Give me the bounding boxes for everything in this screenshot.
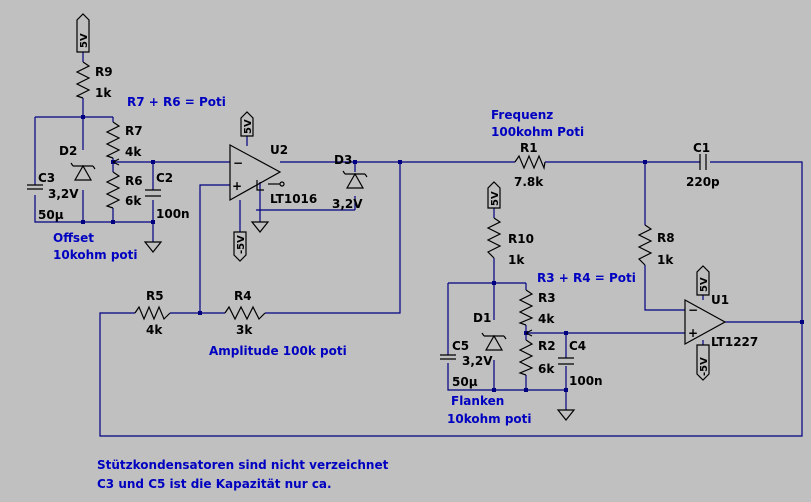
resistor-R9 [75,61,91,99]
label-R4: R4 [234,289,252,303]
power-flag-neg5v-u2: -5V [233,231,247,262]
zener-D2 [70,162,96,181]
label-C2: C2 [156,171,173,185]
label-U1: U1 [711,293,729,307]
value2-C3: 50µ [38,208,64,222]
note-poti-r3-r4: R3 + R4 = Poti [537,271,636,285]
resistor-R5 [134,305,171,321]
svg-text:-5V: -5V [236,235,247,254]
label-C5: C5 [452,339,469,353]
value-R7: 4k [125,145,142,159]
value-C3: 3,2V [48,187,79,201]
value-R9: 1k [95,86,112,100]
capacitor-C4 [558,357,574,365]
note-amplitude: Amplitude 100k poti [209,344,347,358]
svg-text:5V: 5V [490,191,501,206]
label-R6: R6 [125,174,143,188]
note-flanken: Flanken [451,394,504,408]
note-flanken-poti: 10kohm poti [447,412,532,426]
resistor-R3 [518,289,534,326]
value-C5: 3,2V [462,354,493,368]
wiper-R7 [112,158,120,166]
svg-text:5V: 5V [699,277,710,292]
value2-C5: 50µ [452,375,478,389]
capacitor-C3 [27,184,43,190]
opamp-U1: − + [684,298,727,346]
value-R10: 1k [508,253,525,267]
label-C3: C3 [38,171,55,185]
value-R4: 3k [236,323,253,337]
label-D2: D2 [59,144,77,158]
svg-text:5V: 5V [243,119,254,134]
note-offset-poti: 10kohm poti [53,248,138,262]
value-R3: 4k [538,312,555,326]
label-R5: R5 [146,289,164,303]
value-R2: 6k [538,362,555,376]
label-R7: R7 [125,124,143,138]
label-R9: R9 [95,65,113,79]
resistor-R6 [105,171,121,209]
power-flag-5v-r10: 5V [487,181,501,209]
resistor-R4 [224,305,266,321]
resistor-R1 [514,154,546,171]
value-R1: 7.8k [514,175,544,189]
note-frequenz: Frequenz [491,108,553,122]
label-R2: R2 [538,339,556,353]
label-R3: R3 [538,291,556,305]
svg-text:−: − [233,156,243,170]
label-R8: R8 [657,231,675,245]
component-labels: R9 1k R7 4k R6 6k D2 C3 3,2V 50µ C2 100n… [38,65,758,389]
footer-note-1: Stützkondensatoren sind nicht verzeichne… [97,458,389,472]
value-C4: 100n [569,374,603,388]
value-D3: 3,2V [332,197,363,211]
annotations: R7 + R6 = Poti Frequenz 100kohm Poti Off… [53,95,636,491]
zener-D3 [342,170,368,189]
resistor-R7 [105,121,121,159]
label-D3: D3 [334,153,352,167]
value-R5: 4k [146,323,163,337]
note-frequenz-poti: 100kohm Poti [491,125,584,139]
label-U2: U2 [270,143,288,157]
comparator-U2: − + [229,143,285,202]
label-C1: C1 [693,141,710,155]
capacitor-C5 [440,354,456,360]
power-flag-5v-u2: 5V [240,111,254,137]
value-C2: 100n [156,207,190,221]
svg-text:+: + [232,179,242,193]
value-R6: 6k [125,194,142,208]
power-flag-5v-u1: 5V [696,265,710,296]
wiper-R3 [525,329,533,337]
ground-symbols [143,221,576,421]
wires [34,52,803,437]
label-R1: R1 [520,141,538,155]
capacitor-C1 [699,154,707,170]
resistor-R2 [518,339,534,376]
power-flag-5v-r9: 5V [76,13,90,53]
capacitor-C2 [145,189,161,197]
value-R8: 1k [657,253,674,267]
svg-text:−: − [688,303,698,317]
label-C4: C4 [569,339,586,353]
label-R10: R10 [508,232,534,246]
value-U2: LT1016 [270,192,317,206]
footer-note-2: C3 und C5 ist die Kapazität nur ca. [97,477,332,491]
zener-D1 [481,332,507,351]
svg-text:5V: 5V [79,33,90,48]
note-poti-r7-r6: R7 + R6 = Poti [127,95,226,109]
junctions [81,115,804,392]
resistor-R8 [637,224,653,266]
note-offset: Offset [53,231,94,245]
svg-text:-5V: -5V [699,357,710,376]
value-U1: LT1227 [711,335,758,349]
svg-text:+: + [688,326,698,340]
label-D1: D1 [473,311,491,325]
resistor-R10 [486,217,502,259]
value-C1: 220p [686,175,720,189]
power-flag-neg5v-u1: -5V [696,344,710,381]
